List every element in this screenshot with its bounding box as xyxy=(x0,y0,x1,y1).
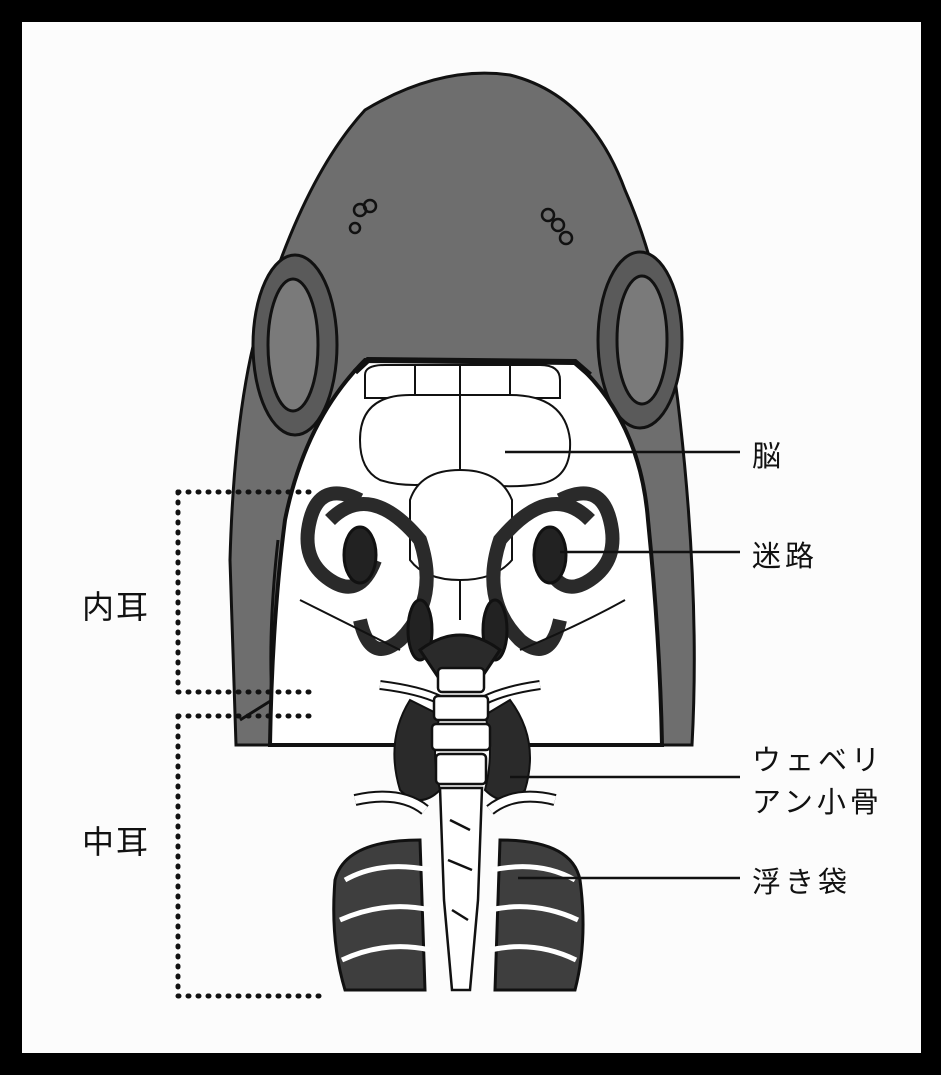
labyrinth-label: 迷路 xyxy=(752,533,818,575)
weberian-ossicles-label-line1: ウェベリ xyxy=(752,737,884,779)
middle-ear-label: 中耳 xyxy=(82,817,150,863)
inner-ear-label: 内耳 xyxy=(82,582,150,628)
brain-label: 脳 xyxy=(752,433,785,475)
left-eye xyxy=(253,255,337,435)
weberian-ossicles-label-line2: アン小骨 xyxy=(752,779,883,821)
vertebral-column xyxy=(432,668,490,990)
middle-ear-bracket xyxy=(178,716,320,996)
swim-bladder-label: 浮き袋 xyxy=(752,859,851,901)
